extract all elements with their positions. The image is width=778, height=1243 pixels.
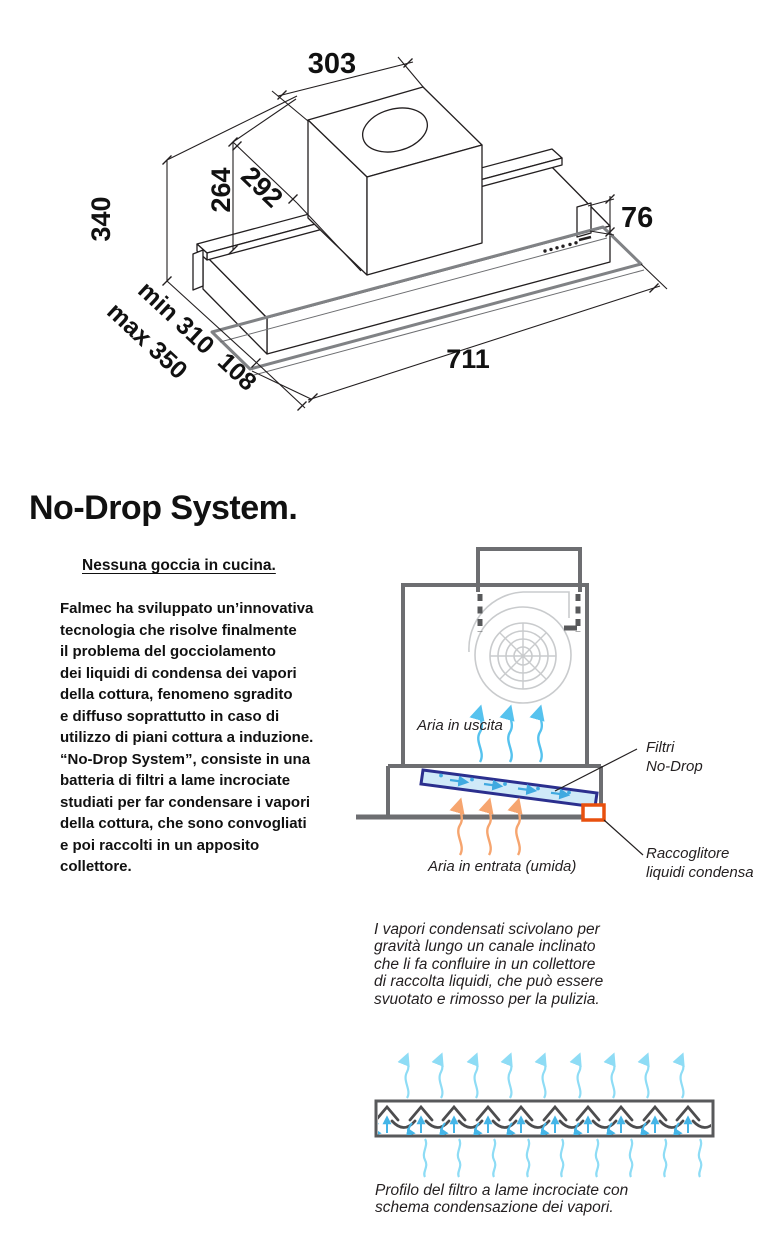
control-buttons [543, 241, 578, 253]
label-air-in: Aria in entrata (umida) [427, 858, 576, 875]
dim-front-height: 76 [621, 202, 653, 234]
vapor-lines-bottom [422, 1137, 703, 1179]
label-filters-1: Filtri [646, 739, 675, 756]
page-title: No-Drop System. [29, 489, 298, 527]
right-end-fin [576, 202, 592, 238]
duct-outlet-hole [362, 107, 428, 153]
label-collector-2: liquidi condensa [646, 864, 754, 881]
hood-box [401, 583, 589, 768]
filter-flow-arrows [449, 775, 571, 800]
dim-total-height: 340 [86, 196, 116, 241]
condensate-droplets [439, 773, 571, 795]
hood-diagram: Aria in uscita Aria in entrata (umida) F… [356, 547, 754, 881]
condensate-collector [581, 803, 606, 822]
dimension-lines [161, 56, 668, 412]
dim-length: 711 [446, 344, 490, 374]
dim-visor-depth: 108 [212, 348, 262, 397]
pointer-lines [554, 748, 644, 856]
dim-top-width: 303 [308, 48, 356, 80]
filter-profile-diagram [374, 1054, 715, 1179]
air-in-arrows [457, 800, 522, 857]
duct-cube [307, 86, 483, 276]
left-tab [192, 249, 204, 291]
condensation-caption: I vapori condensati scivolano per gravit… [374, 921, 604, 1008]
control-slider [578, 235, 592, 242]
label-collector-1: Raccoglitore [646, 845, 729, 862]
dim-plate-depth: 292 [235, 161, 288, 214]
intro-subtitle: Nessuna goccia in cucina. [82, 557, 276, 574]
label-air-out: Aria in uscita [416, 717, 503, 734]
intro-body: Falmec ha sviluppato un’innovativa tecno… [60, 600, 314, 875]
tech-drawing: 303 340 264 292 min 310 max 350 108 711 … [86, 48, 668, 412]
dim-inner-height: 264 [206, 167, 236, 212]
vapor-arrows-top [404, 1054, 685, 1100]
label-filters-2: No-Drop [646, 758, 703, 775]
filter-profile-caption: Profilo del filtro a lame incrociate con… [375, 1182, 629, 1217]
duct-dashed-guides [477, 594, 581, 632]
fan-icon [468, 591, 572, 704]
hood-chimney [476, 547, 582, 592]
no-drop-filter [419, 768, 599, 809]
